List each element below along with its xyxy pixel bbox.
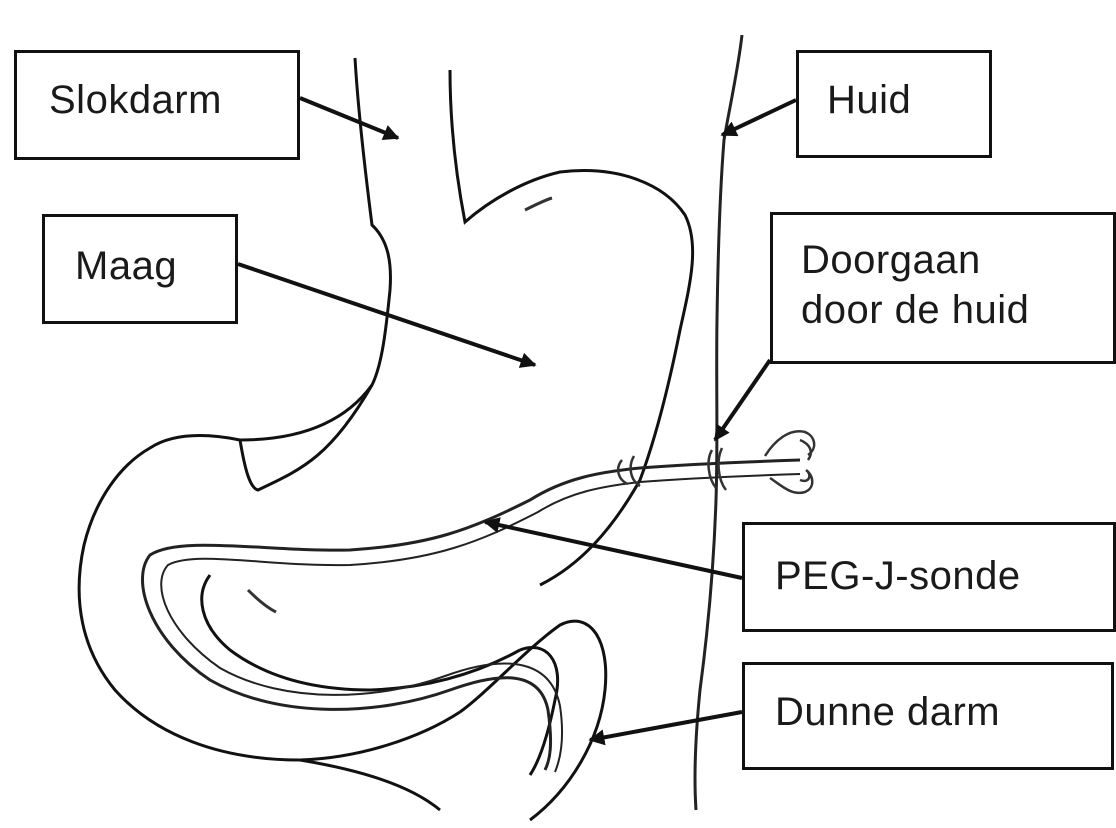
label-dunne: Dunne darm (775, 687, 1111, 737)
label-doorgaan-line1: Doorgaan (801, 235, 1113, 285)
peg-j-tube-outer (143, 460, 801, 770)
label-box-dunne: Dunne darm (742, 662, 1114, 770)
label-peg: PEG-J-sonde (775, 551, 1113, 601)
arrow-slokdarm (300, 98, 398, 138)
label-box-slokdarm: Slokdarm (14, 50, 300, 160)
label-box-peg: PEG-J-sonde (742, 522, 1116, 632)
label-box-doorgaan: Doorgaan door de huid (770, 212, 1116, 364)
arrow-peg (485, 522, 742, 578)
pylorus-curve (240, 385, 372, 490)
label-box-huid: Huid (796, 50, 992, 158)
arrow-dunne (590, 712, 742, 740)
label-box-maag: Maag (42, 214, 238, 324)
label-doorgaan-line2: door de huid (801, 285, 1113, 335)
label-maag: Maag (75, 241, 235, 291)
small-intestine (460, 621, 606, 820)
stomach-outer-wall (450, 70, 693, 585)
skin-line (695, 35, 742, 810)
arrow-maag (238, 264, 535, 365)
curve-mark (248, 590, 276, 612)
peg-j-tube-inner (161, 474, 800, 772)
fundus-mark (525, 198, 552, 210)
intestine-bottom-left (300, 760, 440, 810)
label-huid: Huid (827, 75, 989, 125)
arrow-doorgaan (715, 360, 770, 440)
arrow-huid (722, 100, 796, 135)
label-slokdarm: Slokdarm (49, 75, 297, 125)
